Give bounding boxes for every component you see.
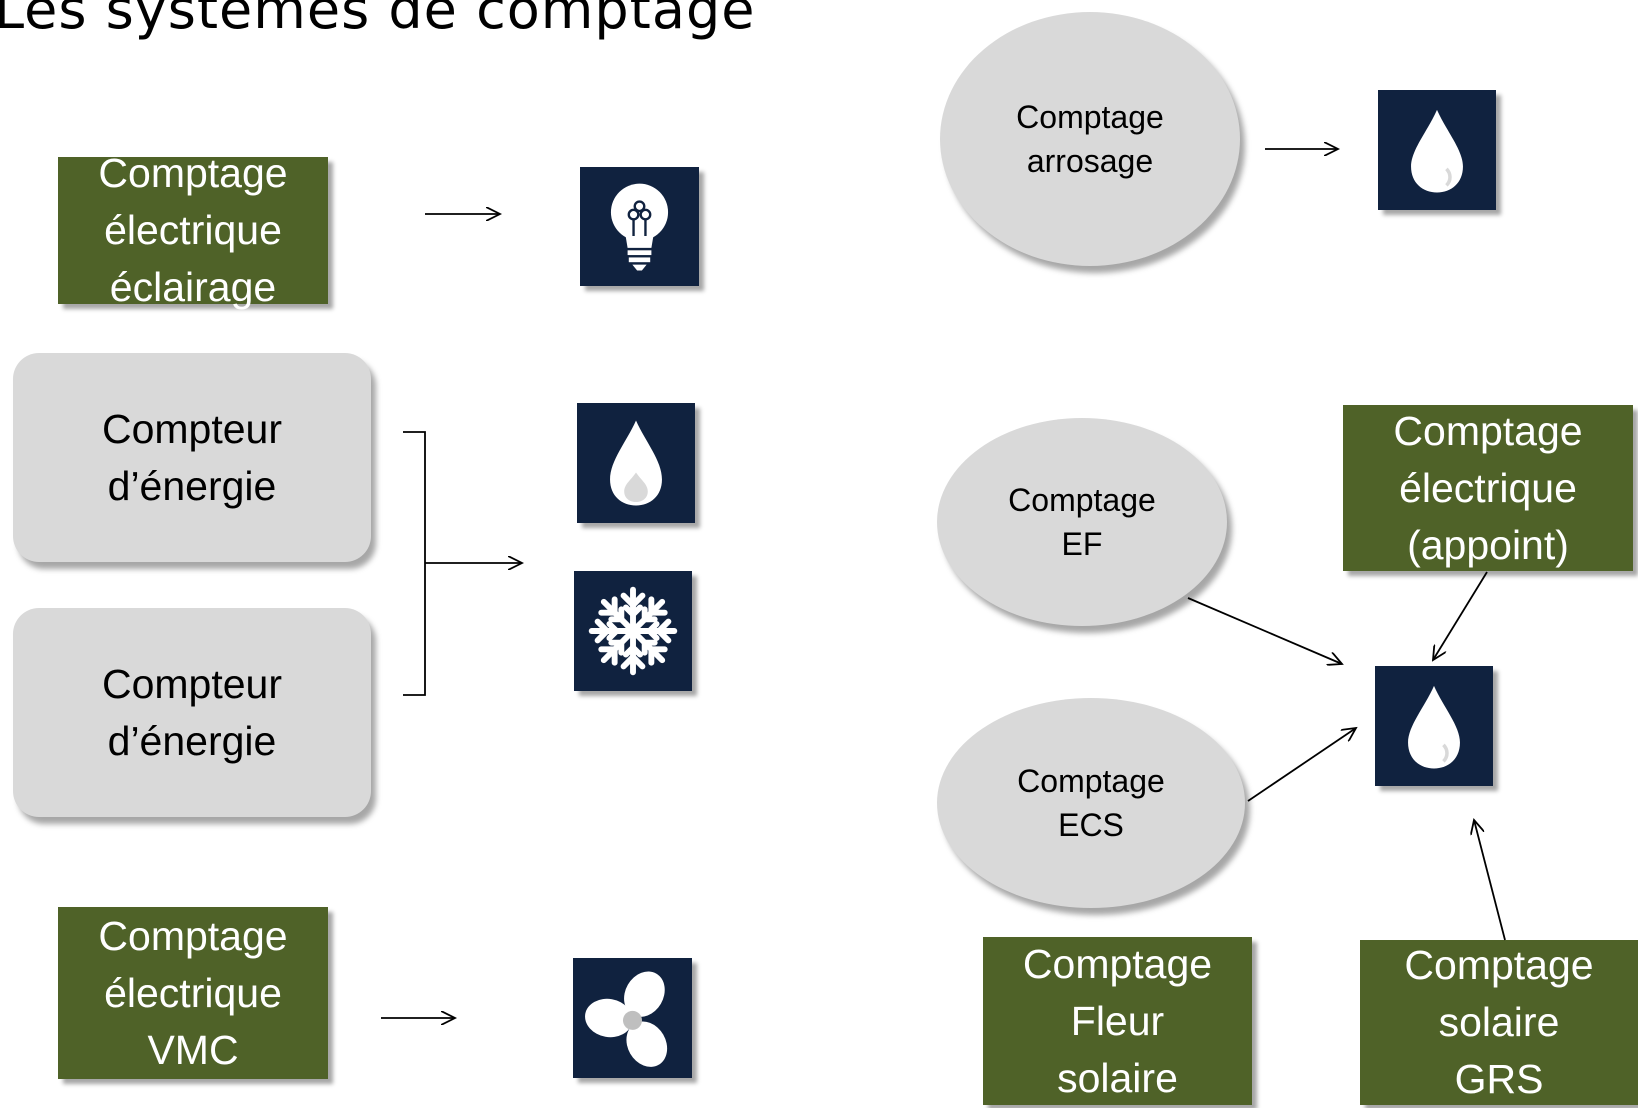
comptage-ecs-ellipse: Comptage ECS: [937, 698, 1245, 908]
arrow-grs: [1474, 820, 1506, 941]
comptage-arrosage-ellipse: Comptage arrosage: [940, 12, 1240, 266]
comptage-electrique-vmc-box: Comptage électrique VMC: [58, 907, 328, 1079]
compteur-energie-box-2: Compteur d’énergie: [13, 608, 371, 817]
comptage-fleur-solaire-box: Comptage Fleur solaire: [983, 937, 1252, 1105]
comptage-solaire-grs-box: Comptage solaire GRS: [1360, 940, 1638, 1105]
comptage-electrique-eclairage-box: Comptage électrique éclairage: [58, 150, 328, 310]
arrow-ef: [1187, 597, 1342, 664]
snowflake-icon: [574, 571, 692, 691]
water-drop-icon: [577, 403, 695, 523]
lightbulb-icon: [580, 167, 699, 286]
arrow-ecs: [1247, 728, 1356, 802]
compteur-energie-box-1: Compteur d’énergie: [13, 353, 371, 562]
comptage-ef-ellipse: Comptage EF: [937, 418, 1227, 626]
water-drop-icon: [1375, 666, 1493, 786]
water-drop-icon: [1378, 90, 1496, 210]
fan-icon: [573, 958, 692, 1078]
page-title: Les systèmes de comptage: [0, 0, 756, 41]
bracket-compteurs: [403, 431, 426, 696]
arrow-appoint: [1433, 571, 1488, 660]
comptage-electrique-appoint-box: Comptage électrique (appoint): [1343, 405, 1633, 571]
